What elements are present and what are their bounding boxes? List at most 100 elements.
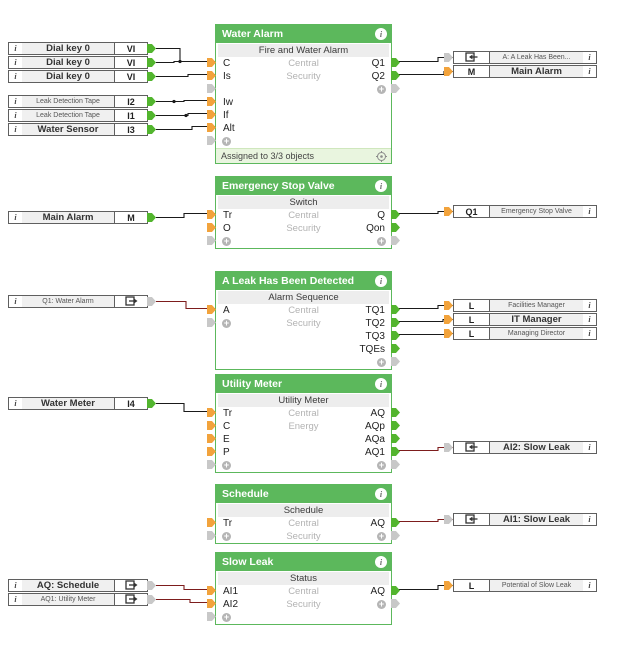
add-input-button[interactable]: +	[222, 460, 231, 470]
node-output-pin[interactable]	[147, 213, 156, 222]
wire-black[interactable]	[156, 212, 215, 219]
info-icon[interactable]: i	[583, 314, 596, 325]
block-output-pin[interactable]	[391, 210, 400, 219]
block-output-pin[interactable]	[391, 460, 400, 469]
block-input-pin[interactable]	[207, 447, 216, 456]
block-input-pin[interactable]	[207, 531, 216, 540]
node-input-pin[interactable]	[444, 301, 453, 310]
add-input-button[interactable]: +	[222, 236, 231, 246]
wire-black[interactable]	[392, 210, 453, 215]
wire-red[interactable]	[156, 598, 215, 604]
block-output-pin[interactable]	[391, 344, 400, 353]
block-output-pin[interactable]	[391, 599, 400, 608]
node-input-pin[interactable]	[444, 207, 453, 216]
block-input-pin[interactable]	[207, 123, 216, 132]
info-icon[interactable]: i	[9, 296, 22, 307]
node-output-pin[interactable]	[147, 72, 156, 81]
info-icon[interactable]: i	[583, 580, 596, 591]
block-output-pin[interactable]	[391, 331, 400, 340]
info-icon[interactable]: i	[583, 328, 596, 339]
block-input-pin[interactable]	[207, 612, 216, 621]
block-output-pin[interactable]	[391, 305, 400, 314]
wire-black[interactable]	[392, 56, 453, 63]
wire-black[interactable]	[392, 332, 453, 336]
info-icon[interactable]: i	[375, 556, 387, 568]
node-input-pin[interactable]	[444, 315, 453, 324]
block-input-pin[interactable]	[207, 434, 216, 443]
wire-black[interactable]	[156, 112, 215, 117]
info-icon[interactable]: i	[9, 580, 22, 591]
node-output-pin[interactable]	[147, 58, 156, 67]
node-output-pin[interactable]	[147, 97, 156, 106]
block-input-pin[interactable]	[207, 58, 216, 67]
block-output-pin[interactable]	[391, 84, 400, 93]
wire-red[interactable]	[392, 518, 453, 523]
wire-black[interactable]	[156, 402, 215, 413]
io-node-right[interactable]: A: A Leak Has Been...i	[453, 51, 597, 64]
block-input-pin[interactable]	[207, 71, 216, 80]
add-output-button[interactable]: +	[377, 84, 386, 94]
info-icon[interactable]: i	[9, 43, 22, 54]
block-input-pin[interactable]	[207, 518, 216, 527]
node-output-pin[interactable]	[147, 595, 156, 604]
block-input-pin[interactable]	[207, 136, 216, 145]
block-output-pin[interactable]	[391, 434, 400, 443]
block-input-pin[interactable]	[207, 305, 216, 314]
info-icon[interactable]: i	[9, 594, 22, 605]
wire-black[interactable]	[392, 304, 453, 310]
info-icon[interactable]: i	[583, 442, 596, 453]
info-icon[interactable]: i	[583, 514, 596, 525]
info-icon[interactable]: i	[9, 398, 22, 409]
info-icon[interactable]: i	[375, 180, 387, 192]
node-output-pin[interactable]	[147, 399, 156, 408]
block-input-pin[interactable]	[207, 84, 216, 93]
block-input-pin[interactable]	[207, 223, 216, 232]
block-input-pin[interactable]	[207, 236, 216, 245]
add-input-button[interactable]: +	[222, 318, 231, 328]
node-input-pin[interactable]	[444, 443, 453, 452]
block-output-pin[interactable]	[391, 447, 400, 456]
block-output-pin[interactable]	[391, 518, 400, 527]
info-icon[interactable]: i	[583, 52, 596, 63]
block-output-pin[interactable]	[391, 531, 400, 540]
wire-red[interactable]	[392, 446, 453, 452]
info-icon[interactable]: i	[9, 212, 22, 223]
node-input-pin[interactable]	[444, 515, 453, 524]
add-output-button[interactable]: +	[377, 357, 386, 367]
info-icon[interactable]: i	[375, 275, 387, 287]
node-input-pin[interactable]	[444, 53, 453, 62]
block-output-pin[interactable]	[391, 236, 400, 245]
add-output-button[interactable]: +	[377, 460, 386, 470]
node-input-pin[interactable]	[444, 581, 453, 590]
add-input-button[interactable]: +	[222, 136, 231, 146]
wire-red[interactable]	[156, 584, 215, 591]
node-output-pin[interactable]	[147, 581, 156, 590]
wire-black[interactable]	[392, 70, 453, 76]
block-input-pin[interactable]	[207, 408, 216, 417]
add-output-button[interactable]: +	[377, 531, 386, 541]
block-output-pin[interactable]	[391, 357, 400, 366]
info-icon[interactable]: i	[9, 124, 22, 135]
